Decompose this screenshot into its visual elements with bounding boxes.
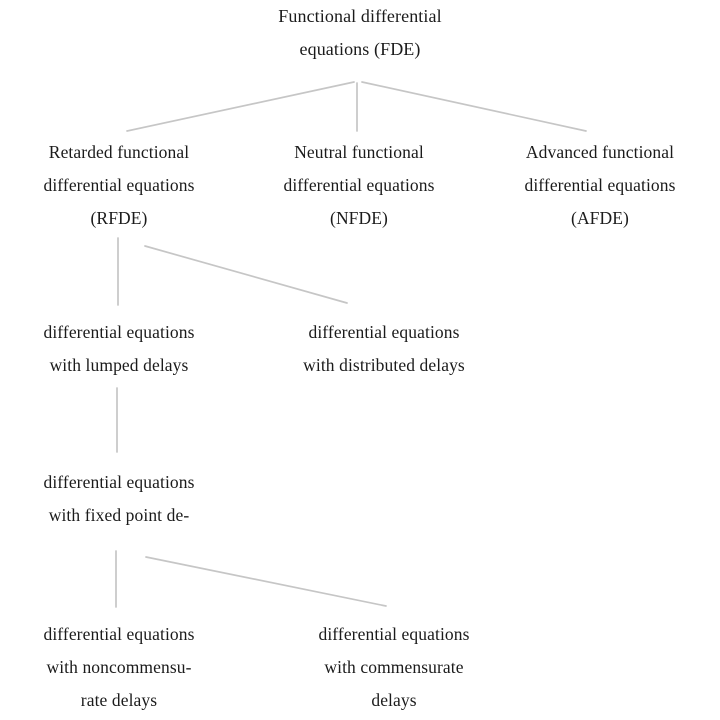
node-nfde-line-1: Neutral functional xyxy=(294,142,424,162)
node-rfde-line-3: (RFDE) xyxy=(90,208,148,228)
edge-fde-to-afde xyxy=(361,81,587,132)
node-fixed-point-delays[interactable]: differential equations with fixed point … xyxy=(8,466,230,532)
edge-fixed-point-to-commensurate xyxy=(145,556,387,607)
node-fde-line-2: equations (FDE) xyxy=(299,39,421,59)
node-noncommensurate-delays-line-2: with noncommensu- xyxy=(46,657,192,677)
node-distributed-delays-line-1: differential equations xyxy=(308,322,460,342)
node-noncommensurate-delays-line-3: rate delays xyxy=(80,690,158,710)
node-fde[interactable]: Functional differential equations (FDE) xyxy=(205,0,515,66)
node-fixed-point-delays-line-2: with fixed point de- xyxy=(48,505,190,525)
node-fixed-point-delays-line-1: differential equations xyxy=(43,472,195,492)
node-nfde[interactable]: Neutral functional differential equation… xyxy=(248,136,470,235)
node-nfde-line-3: (NFDE) xyxy=(330,208,388,228)
node-commensurate-delays[interactable]: differential equations with commensurate… xyxy=(280,618,508,717)
node-rfde-line-2: differential equations xyxy=(43,175,195,195)
node-commensurate-delays-line-2: with commensurate xyxy=(324,657,464,677)
node-rfde-line-1: Retarded functional xyxy=(48,142,190,162)
node-commensurate-delays-line-1: differential equations xyxy=(318,624,470,644)
node-distributed-delays-line-2: with distributed delays xyxy=(303,355,465,375)
node-afde-line-2: differential equations xyxy=(524,175,676,195)
node-commensurate-delays-line-3: delays xyxy=(371,690,417,710)
edge-rfde-to-distributed xyxy=(144,245,348,304)
node-noncommensurate-delays[interactable]: differential equations with noncommensu-… xyxy=(8,618,230,717)
node-lumped-delays-line-1: differential equations xyxy=(43,322,195,342)
node-lumped-delays[interactable]: differential equations with lumped delay… xyxy=(8,316,230,382)
node-rfde[interactable]: Retarded functional differential equatio… xyxy=(8,136,230,235)
node-fde-line-1: Functional differential xyxy=(278,6,442,26)
node-afde-line-1: Advanced functional xyxy=(525,142,675,162)
node-lumped-delays-line-2: with lumped delays xyxy=(49,355,189,375)
node-noncommensurate-delays-line-1: differential equations xyxy=(43,624,195,644)
node-distributed-delays[interactable]: differential equations with distributed … xyxy=(268,316,500,382)
node-afde[interactable]: Advanced functional differential equatio… xyxy=(489,136,711,235)
edge-fde-to-rfde xyxy=(126,81,355,132)
node-nfde-line-2: differential equations xyxy=(283,175,435,195)
node-afde-line-3: (AFDE) xyxy=(571,208,629,228)
